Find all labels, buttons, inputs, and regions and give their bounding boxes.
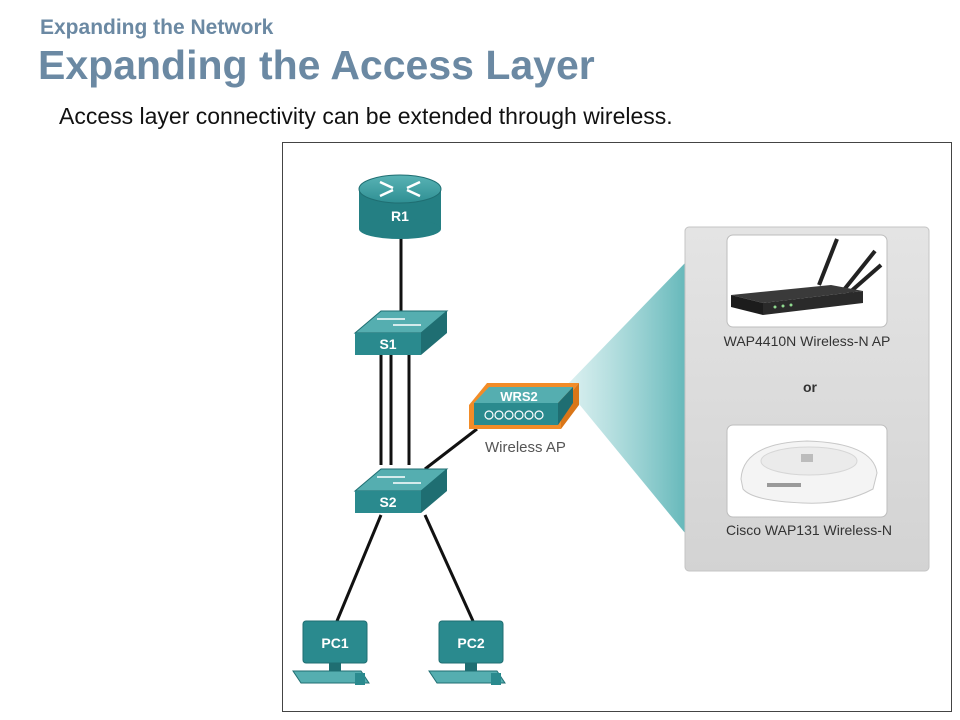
callout-beam (565, 263, 685, 533)
network-diagram: WAP4410N Wireless-N AP or Cisco WAP131 W… (282, 142, 952, 712)
wap4410n-photo (726, 234, 888, 328)
router-r1[interactable]: R1 (358, 174, 442, 239)
pc1[interactable]: PC1 (292, 620, 370, 685)
switch-s2[interactable]: S2 (353, 468, 449, 513)
wap131-photo (726, 424, 888, 518)
ap1-label: WAP4410N Wireless-N AP (724, 333, 891, 349)
router-arrows-icon (379, 180, 421, 198)
switch-arrows-icon (377, 476, 421, 484)
slide-caption: Access layer connectivity can be extende… (59, 103, 673, 129)
network-links (335, 229, 478, 622)
link-s2-pc2 (423, 514, 475, 622)
ap2-label: Cisco WAP131 Wireless-N (726, 522, 892, 538)
or-label: or (803, 379, 818, 395)
wrs2-label: WRS2 (500, 389, 538, 404)
switch-arrows-icon (377, 318, 421, 326)
pc2-label: PC2 (457, 635, 484, 651)
switch-s1[interactable]: S1 (353, 310, 449, 355)
wireless-router-wrs2[interactable]: WRS2 (469, 383, 579, 429)
section-subtitle: Expanding the Network (40, 16, 274, 39)
switch-s1-label: S1 (379, 336, 396, 352)
pc1-label: PC1 (321, 635, 348, 651)
slide-title: Expanding the Access Layer (38, 42, 595, 88)
link-s2-pc1 (335, 514, 383, 622)
wireless-ap-caption: Wireless AP (485, 439, 566, 456)
switch-s2-label: S2 (379, 494, 396, 510)
link-s2-wrs2 (424, 427, 478, 471)
pc2[interactable]: PC2 (428, 620, 506, 685)
router-label: R1 (391, 208, 409, 224)
device-callout-panel: WAP4410N Wireless-N AP or Cisco WAP131 W… (684, 226, 930, 572)
wireless-ports-icon (484, 410, 544, 420)
